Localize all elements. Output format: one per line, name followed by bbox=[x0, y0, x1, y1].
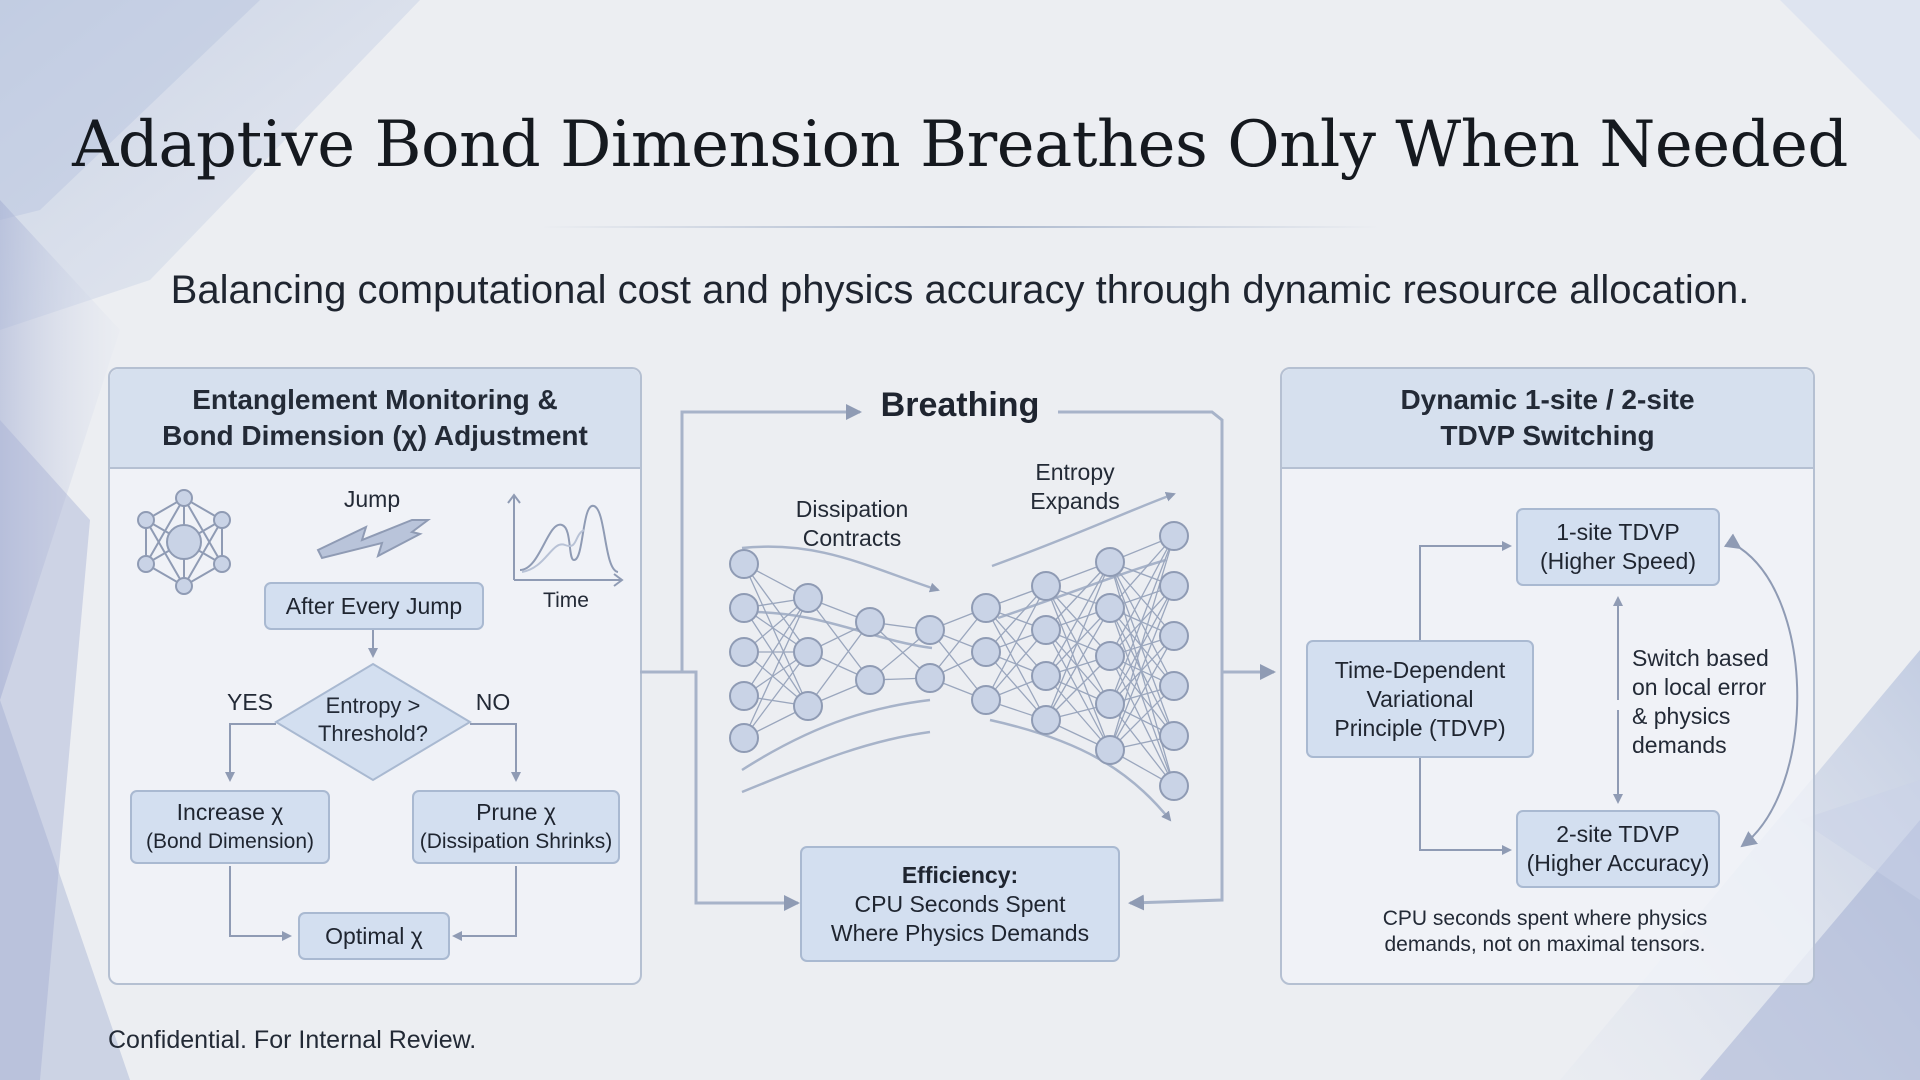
optimal-chi-node: Optimal χ bbox=[298, 912, 450, 960]
after-jump-text: After Every Jump bbox=[285, 592, 463, 619]
one-site-line1: 1-site TDVP bbox=[1556, 519, 1680, 545]
switch-label: Switch based on local error & physics de… bbox=[1632, 644, 1792, 760]
tdvp-header-line1: Dynamic 1-site / 2-site bbox=[1400, 384, 1695, 415]
increase-line2: (Bond Dimension) bbox=[145, 830, 315, 853]
confidential-footer: Confidential. For Internal Review. bbox=[108, 1026, 477, 1054]
prune-line2: (Dissipation Shrinks) bbox=[419, 830, 613, 853]
yes-label: YES bbox=[226, 689, 274, 715]
tdvp-panel-header: Dynamic 1-site / 2-site TDVP Switching bbox=[1282, 369, 1813, 469]
time-label: Time bbox=[543, 589, 589, 612]
page-title: Adaptive Bond Dimension Breathes Only Wh… bbox=[72, 108, 1848, 182]
two-site-tdvp-node: 2-site TDVP (Higher Accuracy) bbox=[1516, 810, 1720, 888]
tdvp-line2: Variational bbox=[1366, 685, 1474, 712]
decision-line2: Threshold? bbox=[317, 721, 429, 746]
after-every-jump-node: After Every Jump bbox=[264, 582, 484, 630]
entropy-line1: Entropy bbox=[1035, 459, 1115, 485]
tdvp-line3: Principle (TDVP) bbox=[1334, 714, 1506, 741]
title-divider bbox=[540, 226, 1380, 228]
increase-line1: Increase χ bbox=[176, 799, 284, 825]
switch-line4: demands bbox=[1632, 732, 1727, 758]
tdvp-principle-node: Time-Dependent Variational Principle (TD… bbox=[1306, 640, 1534, 758]
note-line1: CPU seconds spent where physics bbox=[1382, 907, 1708, 930]
note-line2: demands, not on maximal tensors. bbox=[1384, 933, 1706, 956]
two-site-line1: 2-site TDVP bbox=[1556, 821, 1680, 847]
efficiency-node: Efficiency: CPU Seconds Spent Where Phys… bbox=[800, 846, 1120, 962]
one-site-line2: (Higher Speed) bbox=[1540, 548, 1696, 574]
tdvp-header-line2: TDVP Switching bbox=[1440, 420, 1655, 451]
decision-text: Entropy > Threshold? bbox=[300, 692, 446, 748]
efficiency-line1: Efficiency: bbox=[901, 861, 1019, 888]
page-subtitle: Balancing computational cost and physics… bbox=[170, 268, 1750, 312]
optimal-text: Optimal χ bbox=[325, 922, 423, 949]
two-site-line2: (Higher Accuracy) bbox=[1526, 850, 1710, 876]
dissipation-label: Dissipation Contracts bbox=[770, 495, 934, 553]
entanglement-monitoring-panel: Entanglement Monitoring & Bond Dimension… bbox=[108, 367, 642, 985]
prune-chi-node: Prune χ (Dissipation Shrinks) bbox=[412, 790, 620, 864]
dissipation-line1: Dissipation bbox=[795, 496, 909, 522]
increase-chi-node: Increase χ (Bond Dimension) bbox=[130, 790, 330, 864]
efficiency-line2: CPU Seconds Spent bbox=[854, 890, 1066, 917]
entropy-label: Entropy Expands bbox=[1010, 458, 1140, 516]
prune-line1: Prune χ bbox=[476, 799, 556, 825]
decision-line1: Entropy > bbox=[325, 693, 421, 718]
tdvp-line1: Time-Dependent bbox=[1334, 656, 1506, 683]
switch-line3: & physics bbox=[1632, 703, 1731, 729]
switch-line1: Switch based bbox=[1632, 645, 1769, 671]
jump-label: Jump bbox=[343, 486, 401, 512]
efficiency-line3: Where Physics Demands bbox=[830, 919, 1090, 946]
entanglement-header-line1: Entanglement Monitoring & bbox=[192, 384, 558, 415]
cpu-note: CPU seconds spent where physics demands,… bbox=[1330, 906, 1760, 958]
switch-line2: on local error bbox=[1632, 674, 1767, 700]
entropy-line2: Expands bbox=[1030, 488, 1120, 514]
dissipation-line2: Contracts bbox=[802, 525, 902, 551]
entanglement-header-line2: Bond Dimension (χ) Adjustment bbox=[162, 420, 588, 451]
one-site-tdvp-node: 1-site TDVP (Higher Speed) bbox=[1516, 508, 1720, 586]
entanglement-panel-header: Entanglement Monitoring & Bond Dimension… bbox=[110, 369, 640, 469]
breathing-title: Breathing bbox=[880, 386, 1040, 424]
no-label: NO bbox=[475, 689, 511, 715]
